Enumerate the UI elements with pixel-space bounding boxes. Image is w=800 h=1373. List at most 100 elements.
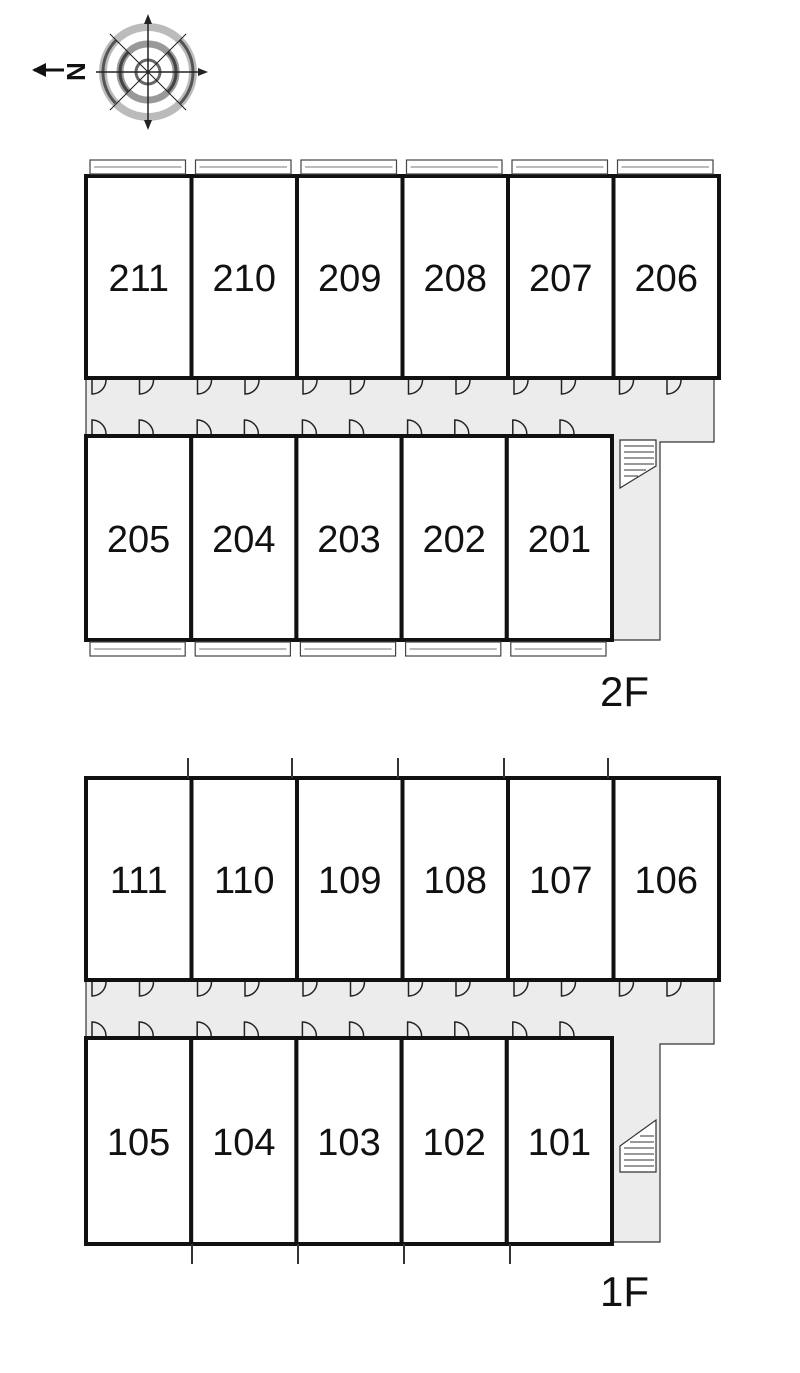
room-unit: 104 (189, 1021, 299, 1246)
door-icon (407, 981, 424, 997)
door-icon (513, 981, 529, 997)
room-number: 106 (635, 860, 698, 902)
north-label: N (61, 62, 91, 81)
room-unit: 203 (294, 419, 404, 657)
door-icon (455, 981, 471, 997)
door-icon (196, 379, 213, 395)
room-number: 111 (110, 860, 168, 902)
room-outline (295, 174, 405, 380)
room-number: 201 (528, 519, 591, 561)
room-number: 210 (213, 258, 276, 300)
door-icon (618, 981, 635, 997)
door-icon (196, 981, 213, 997)
door-icon (302, 981, 318, 997)
room-unit: 108 (400, 776, 510, 997)
door-icon (512, 419, 528, 435)
room-unit: 207 (506, 159, 616, 395)
room-outline (504, 434, 614, 642)
room-outline (399, 1036, 509, 1246)
floor-2-plan: 211 210 209 208 207 206 205 204 203 202 201 2F (84, 159, 721, 715)
door-icon (138, 419, 154, 435)
room-outline (84, 776, 194, 982)
room-unit: 211 (84, 159, 194, 395)
room-unit: 205 (84, 419, 194, 657)
room-number: 211 (108, 258, 169, 300)
room-unit: 110 (189, 776, 299, 997)
door-icon (618, 379, 635, 395)
door-icon (666, 379, 682, 395)
room-number: 103 (317, 1122, 380, 1164)
door-icon (406, 1021, 423, 1037)
door-icon (407, 379, 424, 395)
room-number: 205 (107, 519, 170, 561)
room-unit: 105 (84, 1021, 194, 1246)
door-icon (455, 379, 471, 395)
room-number: 107 (529, 860, 592, 902)
door-icon (244, 981, 260, 997)
room-unit: 106 (611, 776, 721, 997)
room-unit: 210 (189, 159, 299, 395)
door-icon (244, 379, 260, 395)
room-outline (400, 776, 510, 982)
door-icon (91, 419, 107, 435)
door-icon (559, 1021, 575, 1037)
door-icon (302, 379, 318, 395)
room-number: 204 (212, 519, 275, 561)
room-unit: 209 (295, 159, 405, 395)
room-outline (189, 434, 299, 642)
room-unit: 102 (399, 1021, 509, 1246)
room-number: 206 (635, 258, 698, 300)
door-icon (138, 1021, 154, 1037)
room-outline (611, 776, 721, 982)
room-outline (189, 174, 299, 380)
door-icon (454, 419, 470, 435)
compass-rose-icon (96, 14, 208, 130)
door-icon (243, 419, 260, 435)
door-icon (560, 981, 577, 997)
room-outline (506, 776, 616, 982)
room-unit: 101 (504, 1021, 614, 1246)
room-number: 105 (107, 1122, 170, 1164)
room-number: 102 (422, 1122, 485, 1164)
room-number: 104 (212, 1122, 275, 1164)
room-outline (506, 174, 616, 380)
room-unit: 111 (84, 776, 194, 997)
room-outline (295, 776, 405, 982)
room-unit: 208 (400, 159, 510, 395)
room-outline (504, 1036, 614, 1246)
room-outline (84, 1036, 194, 1246)
room-number: 207 (529, 258, 592, 300)
room-unit: 206 (611, 159, 721, 395)
door-icon (513, 379, 529, 395)
room-unit: 202 (399, 419, 509, 657)
stair-icon (619, 439, 657, 490)
door-icon (406, 419, 423, 435)
room-outline (189, 1036, 299, 1246)
door-icon (91, 981, 107, 997)
door-icon (512, 1021, 528, 1037)
room-unit: 107 (506, 776, 616, 997)
room-number: 209 (318, 258, 381, 300)
room-number: 110 (214, 860, 275, 902)
room-unit: 109 (295, 776, 405, 997)
door-icon (196, 1021, 212, 1037)
door-icon (138, 379, 155, 395)
room-outline (294, 434, 404, 642)
room-number: 108 (424, 860, 487, 902)
stair-icon (619, 1118, 657, 1173)
north-arrow: N (32, 62, 91, 81)
room-number: 202 (422, 519, 485, 561)
door-icon (243, 1021, 260, 1037)
door-icon (349, 981, 366, 997)
floor-label: 2F (600, 668, 649, 715)
door-icon (560, 379, 577, 395)
room-outline (84, 434, 194, 642)
door-icon (348, 1021, 365, 1037)
door-icon (91, 379, 107, 395)
room-unit: 201 (504, 419, 614, 657)
room-unit: 204 (189, 419, 299, 657)
room-number: 109 (318, 860, 381, 902)
room-outline (294, 1036, 404, 1246)
